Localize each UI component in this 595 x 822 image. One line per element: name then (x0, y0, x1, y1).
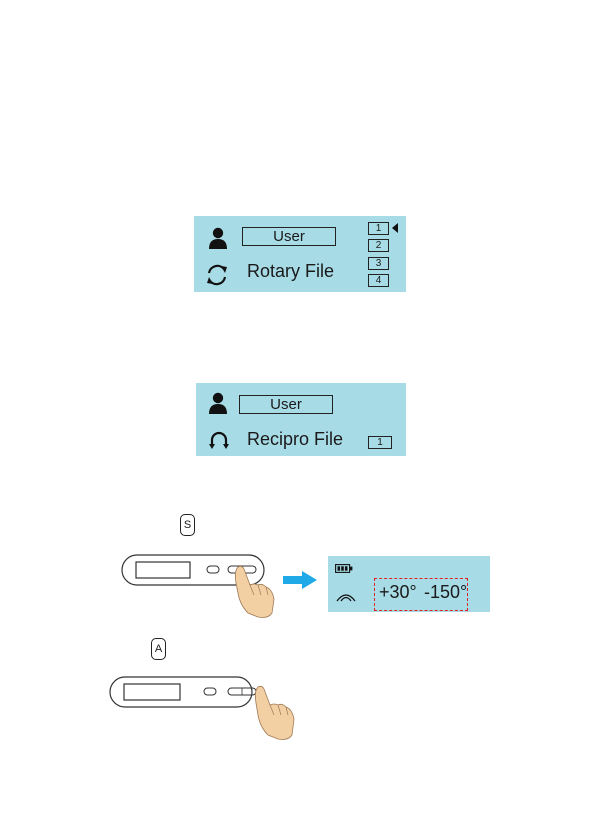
angle-forward: +30° (379, 582, 417, 603)
user-icon (208, 227, 228, 249)
user-label-box: User (239, 395, 333, 414)
mode-label-rotary: Rotary File (247, 261, 334, 282)
slot-2: 2 (368, 239, 389, 252)
mode-label-recipro: Recipro File (247, 429, 343, 450)
slot-3: 3 (368, 257, 389, 270)
user-icon (208, 392, 228, 414)
slot-1: 1 (368, 436, 392, 449)
pointing-hand-icon (228, 563, 278, 619)
angle-reverse: -150° (424, 582, 467, 603)
user-label-box: User (242, 227, 336, 246)
pointing-hand-icon (250, 683, 298, 741)
recipro-icon (207, 428, 231, 450)
rotary-icon (205, 263, 229, 287)
battery-icon (335, 564, 353, 573)
selection-pointer-icon (392, 223, 398, 233)
lcd-screen-rotary: User Rotary File 1 2 3 4 (194, 216, 406, 292)
a-key-icon: A (151, 638, 166, 660)
device-illustration-a (108, 675, 258, 715)
right-arrow-icon (283, 571, 317, 589)
slot-1: 1 (368, 222, 389, 235)
lcd-screen-recipro: User Recipro File 1 (196, 383, 406, 456)
lcd-screen-angle: +30° -150° (328, 556, 490, 612)
arc-icon (335, 588, 357, 602)
s-key-icon: S (180, 514, 195, 536)
slot-4: 4 (368, 274, 389, 287)
